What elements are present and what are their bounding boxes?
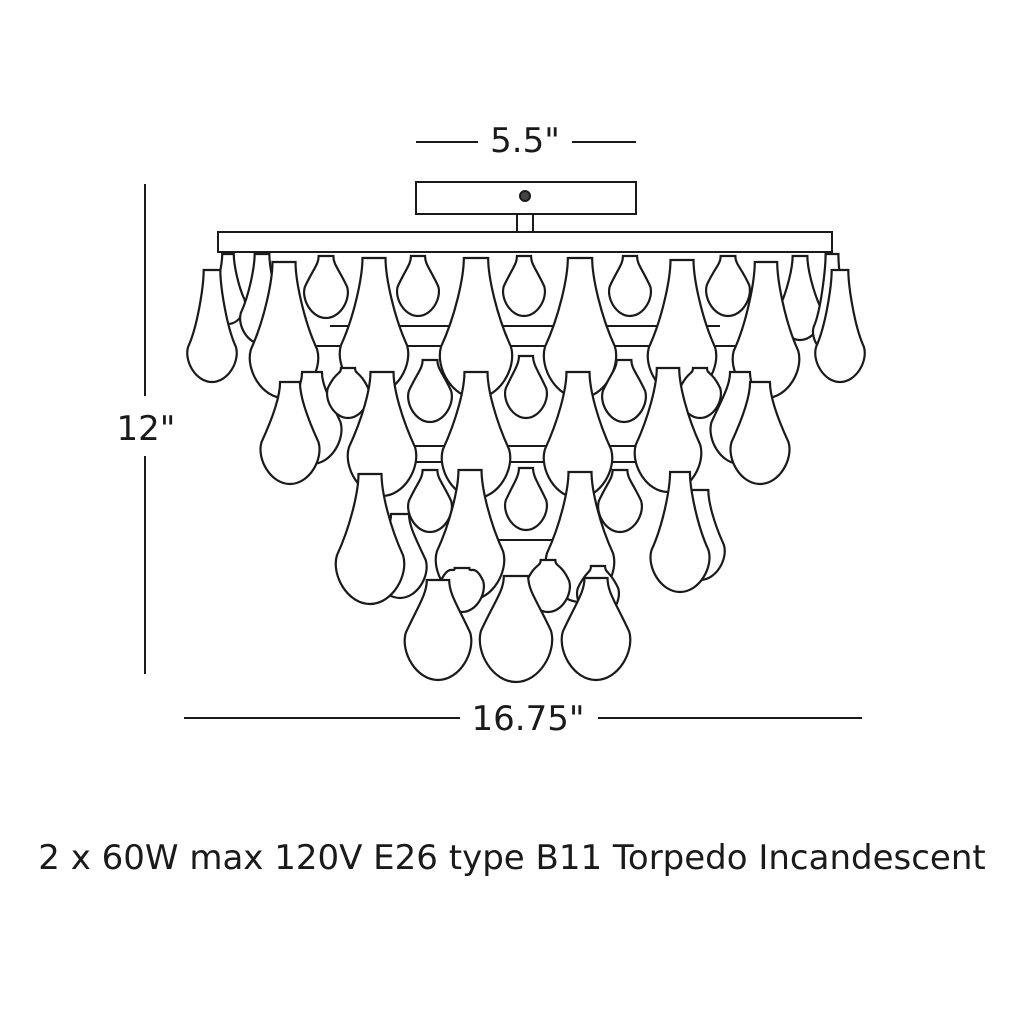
fixture-stem [516,213,534,233]
glass-drop [814,268,866,384]
glass-drop [597,468,643,534]
glass-drop [705,254,751,318]
height-label: 12" [117,409,176,449]
glass-drop [729,380,791,486]
glass-drop [501,254,547,318]
overall-width-label: 16.75" [472,699,585,739]
glass-drop [607,254,653,318]
glass-drops [186,252,866,684]
fixture-ring [217,231,833,253]
glass-drop [407,468,453,534]
glass-drop [303,254,349,320]
canopy-width-label: 5.5" [490,121,560,161]
glass-drop [525,558,571,614]
glass-drop [334,472,406,606]
glass-drop [649,470,711,594]
glass-drop [777,254,823,342]
glass-drop [503,354,549,420]
glass-drop [325,366,371,420]
glass-drop [259,380,321,486]
overall-width-dimension: 16.75" [184,699,862,739]
bulb-spec-text: 2 x 60W max 120V E26 type B11 Torpedo In… [38,838,986,878]
glass-drop [560,576,632,682]
fixture-mount [217,181,833,253]
glass-drop [503,466,549,532]
glass-drop [186,268,238,384]
glass-drop [395,254,441,318]
canopy-width-dimension: 5.5" [416,121,636,161]
height-dimension: 12" [117,184,176,674]
canopy-screw [519,190,531,202]
glass-drop [601,358,647,424]
glass-drop [407,358,453,424]
glass-drop [403,578,473,682]
glass-drop [478,574,554,684]
glass-drop [677,366,723,420]
